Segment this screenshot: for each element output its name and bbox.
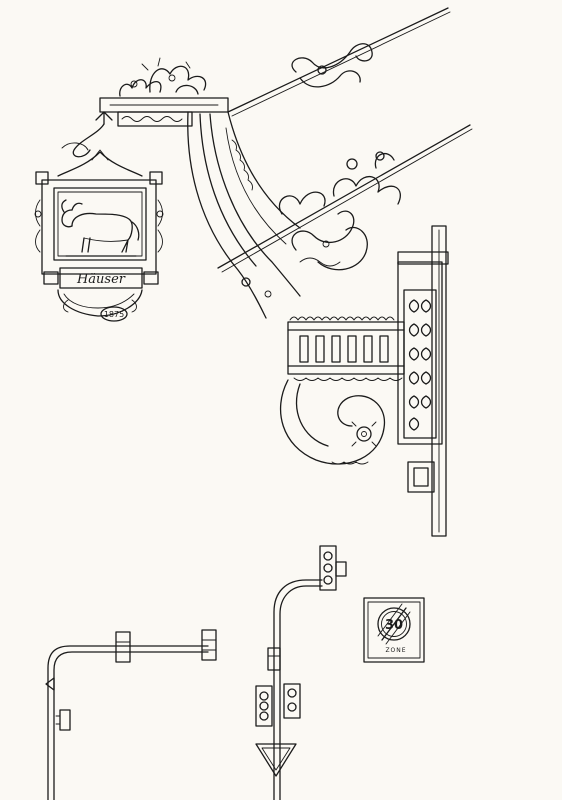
guild-sign: Häuser 1875 (34, 111, 164, 322)
hanging-signal-right (201, 629, 217, 661)
wall-plate (397, 225, 449, 537)
zone-sign-plate (363, 597, 425, 663)
zone-word: ZONE (385, 647, 406, 654)
pole-signal-left (255, 685, 273, 727)
rod-scroll-ornament (291, 43, 373, 88)
lower-spiral (280, 379, 386, 465)
top-crest-foliage (119, 57, 207, 97)
bracket-scrollwork (279, 151, 401, 271)
balustrade (287, 316, 405, 381)
pole-box (267, 647, 281, 671)
year-medallion (100, 306, 128, 322)
zone-speed-circle (377, 607, 411, 641)
zone-strike-line (381, 607, 407, 641)
sign-panel (53, 187, 147, 261)
name-plate-text: Häuser (76, 272, 126, 287)
traffic-light-right (255, 545, 347, 800)
traffic-light-left (45, 629, 217, 800)
hanging-signal-left (115, 631, 131, 663)
iron-bracket (99, 7, 473, 537)
top-beam (99, 97, 229, 127)
pole-arrow-marker (45, 677, 55, 691)
sign-hook (72, 123, 105, 158)
upper-tension-rod (227, 7, 449, 113)
name-plate (59, 267, 143, 289)
yield-sign (255, 743, 297, 777)
zone-sign: 30 ZONE (363, 597, 425, 663)
ox-emblem (61, 199, 140, 257)
year-text: 1875 (104, 310, 124, 319)
pedestrian-button-box (59, 709, 71, 731)
pole-signal-right (283, 683, 301, 719)
lower-tension-rod (217, 124, 471, 269)
curved-arm (187, 111, 301, 319)
